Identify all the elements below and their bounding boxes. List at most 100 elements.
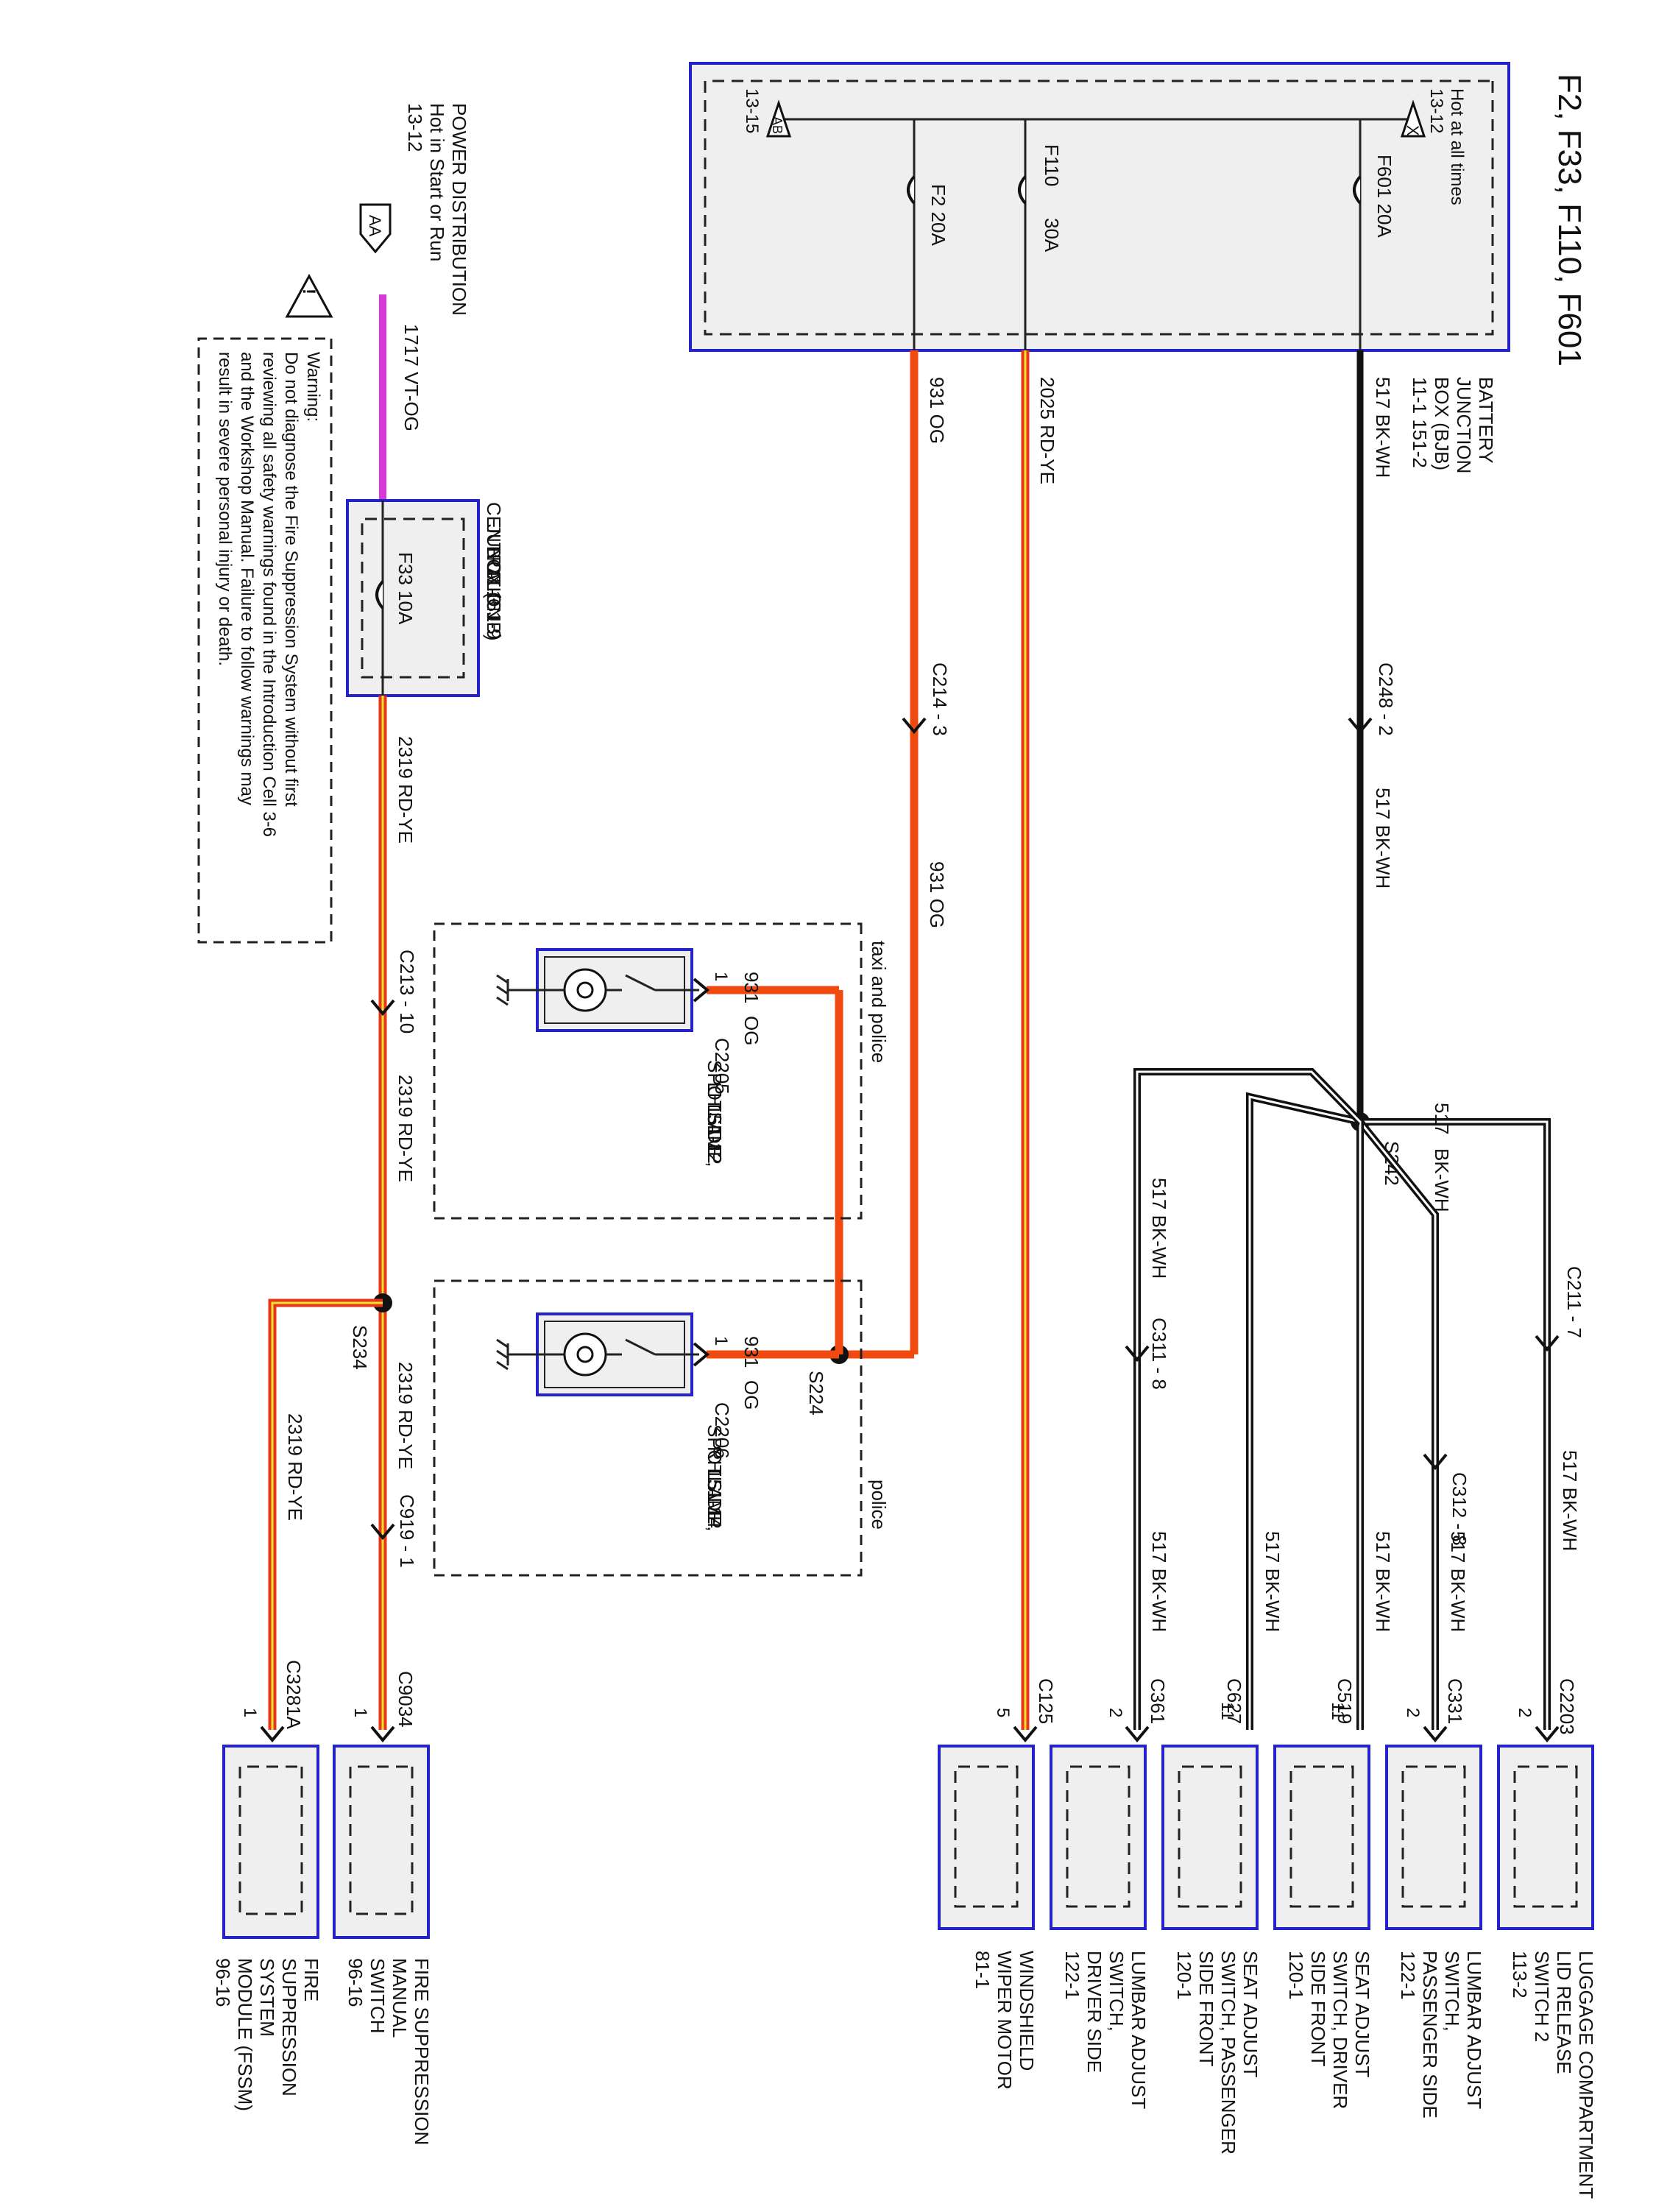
hot-tag: X — [1404, 125, 1422, 136]
fuse-icon — [907, 175, 916, 205]
c919-label: C919 - 1 — [396, 1494, 418, 1568]
power-caption-3: 13-12 — [404, 103, 426, 152]
splice-s224-label: S224 — [805, 1371, 827, 1416]
c9034-label: C9034 — [394, 1671, 417, 1728]
c627-label: C627 — [1223, 1678, 1245, 1724]
fssm-caption-2: SUPPRESSION — [278, 1958, 300, 2096]
pin-wiper: 5 — [993, 1708, 1013, 1717]
page-title: F2, F33, F110, F601 — [1551, 74, 1588, 367]
c125-label: C125 — [1035, 1678, 1057, 1724]
pin-seat-d: 11 — [1328, 1702, 1348, 1720]
power-caption-2: Hot in Start or Run — [426, 103, 448, 261]
warning-line-3: reviewing all safety warnings found in t… — [259, 352, 279, 837]
component-wiper-inner — [954, 1765, 1019, 1908]
option-taxi-police: taxi and police — [868, 941, 890, 1063]
wire-517-label-lumbar-p: 517 BK-WH — [1447, 1531, 1469, 1632]
bjb-inner — [704, 79, 1494, 336]
lh-caption-3: 151-12 — [704, 1104, 726, 1164]
lumbar-p-caption-2: SWITCH, — [1441, 1951, 1463, 2032]
lumbar-d-caption-4: 122-1 — [1061, 1951, 1083, 2000]
seat-p-caption-4: 120-1 — [1173, 1951, 1195, 2000]
wire-2025-label: 2025 RD-YE — [1036, 377, 1058, 484]
c331-label: C331 — [1444, 1678, 1466, 1724]
aa-tag-icon — [359, 203, 392, 254]
branch-seat-passenger — [1246, 1092, 1362, 1730]
wire-517-splice-label: 517 — [1431, 1103, 1453, 1134]
hot-tag-icon — [1400, 99, 1426, 138]
option-taxi-police-box — [433, 922, 863, 1220]
fssm-caption-4: MODULE (FSSM) — [234, 1958, 256, 2111]
pin-seat-p: 11 — [1217, 1702, 1237, 1720]
c211-label: C211 - 7 — [1563, 1266, 1585, 1338]
c213-label: C213 - 10 — [396, 950, 418, 1033]
seat-d-caption-3: SIDE FRONT — [1307, 1951, 1329, 2067]
lh-wire-931: 931 — [740, 972, 762, 1003]
luggage-caption-2: LID RELEASE — [1553, 1951, 1575, 2074]
lumbar-d-caption-3: DRIVER SIDE — [1083, 1951, 1105, 2073]
c248-label: C248 - 2 — [1375, 662, 1397, 736]
wiper-caption-1: WINDSHIELD — [1016, 1951, 1038, 2071]
rh-wire-931: 931 — [740, 1336, 762, 1368]
lumbar-p-caption-4: 122-1 — [1397, 1951, 1419, 2000]
wire-2319-label-fssm: 2319 RD-YE — [284, 1413, 306, 1521]
wire-517-label-2: 517 BK-WH — [1372, 788, 1394, 888]
fuse-icon — [1353, 175, 1362, 205]
pin-lumbar-d: 2 — [1105, 1708, 1125, 1717]
lh-wire-og: OG — [740, 1016, 762, 1045]
cjb-caption-3: BOX (CJB) — [483, 546, 505, 641]
component-seat-d-inner — [1289, 1765, 1354, 1908]
wire-517-label-seat-p: 517 BK-WH — [1262, 1531, 1284, 1632]
option-police-box — [433, 1279, 863, 1577]
c519-label: C519 — [1334, 1678, 1356, 1724]
cjb-caption-1: CENTRAL — [483, 502, 505, 591]
wire-517-label-luggage: 517 BK-WH — [1559, 1450, 1581, 1551]
c2205-label: C2205 — [711, 1038, 733, 1095]
fuse-f110-label: F110 — [1041, 144, 1063, 186]
lh-caption-1: SPOTLAMP, — [704, 1060, 726, 1167]
branch-lumbar-passenger — [1357, 1119, 1439, 1730]
cjb-caption-4: 11-3 — [483, 568, 505, 605]
wiper-caption-2: WIPER MOTOR — [994, 1951, 1016, 2090]
warning-line-2: Do not diagnose the Fire Suppression Sys… — [281, 352, 301, 807]
ab-tag: AB — [770, 116, 785, 134]
bjb-caption-2: JUNCTION — [1453, 377, 1475, 473]
seat-p-caption-1: SEAT ADJUST — [1239, 1951, 1262, 2078]
component-lumbar-d-inner — [1066, 1765, 1130, 1908]
option-police: police — [868, 1480, 890, 1530]
warning-box — [197, 337, 333, 944]
wire-517-label: 517 BK-WH — [1372, 377, 1394, 478]
component-wiper-box — [938, 1745, 1035, 1930]
bjb-hot-line-1: Hot at all times — [1447, 88, 1467, 205]
c2206-label: C2206 — [711, 1402, 733, 1459]
cjb-caption-5: 151-9 — [483, 590, 505, 640]
ab-ref-page: 13-15 — [742, 88, 762, 133]
c361-label: C361 — [1147, 1678, 1169, 1724]
luggage-caption-1: LUGGAGE COMPARTMENT — [1575, 1951, 1597, 2199]
lumbar-d-caption-1: LUMBAR ADJUST — [1128, 1951, 1150, 2109]
wire-931-label: 931 OG — [926, 377, 948, 444]
seat-d-caption-1: SEAT ADJUST — [1351, 1951, 1373, 2078]
wire-2319-label: 2319 RD-YE — [394, 736, 417, 844]
component-seat-d-box — [1273, 1745, 1370, 1930]
pin-luggage: 2 — [1515, 1708, 1535, 1717]
fuse-f110-amp: 30A — [1041, 218, 1063, 252]
seat-d-caption-4: 120-1 — [1285, 1951, 1307, 2000]
fs-switch-caption-3: SWITCH — [367, 1958, 389, 2034]
component-lumbar-p-box — [1385, 1745, 1482, 1930]
fs-switch-caption-2: MANUAL — [389, 1958, 411, 2038]
cjb-caption-2: JUNCTION — [483, 524, 505, 621]
wire-517-label-lumbar-d: 517 BK-WH — [1148, 1178, 1170, 1279]
c311-label: C311 - 8 — [1148, 1318, 1170, 1390]
seat-p-caption-3: SIDE FRONT — [1195, 1951, 1217, 2067]
warning-icon — [285, 273, 333, 318]
component-seat-p-inner — [1178, 1765, 1242, 1908]
fuse-f601-label: F601 20A — [1373, 155, 1395, 238]
power-caption-1: POWER DISTRIBUTION — [448, 103, 470, 316]
lh-caption-2: LH SIDE — [704, 1082, 726, 1156]
rh-pin: 1 — [711, 1336, 731, 1346]
c3281a-label: C3281A — [283, 1660, 305, 1730]
fssm-caption-1: FIRE — [300, 1958, 322, 2001]
fuse-f33-label: F33 10A — [394, 552, 417, 625]
